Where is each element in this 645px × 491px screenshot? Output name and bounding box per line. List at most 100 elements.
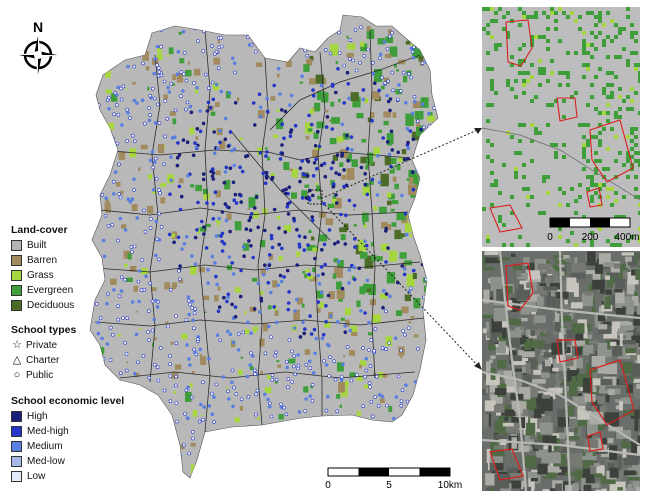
school-point <box>154 176 159 181</box>
landcover-patch <box>118 151 126 160</box>
landcover-patch <box>202 188 209 195</box>
satellite-texture <box>631 440 637 456</box>
landcover-pixel <box>590 231 594 235</box>
school-point <box>230 261 234 265</box>
school-point <box>169 421 174 425</box>
school-point <box>236 348 241 352</box>
school-point <box>176 463 180 467</box>
landcover-pixel <box>578 123 582 127</box>
school-point <box>182 443 186 448</box>
landcover-pixel <box>558 203 562 207</box>
landcover-patch <box>316 185 320 192</box>
school-point <box>265 440 269 445</box>
pointer-arrow-lower <box>474 362 482 370</box>
school-point <box>255 388 260 393</box>
landcover-patch <box>430 282 436 287</box>
landcover-pixel <box>610 127 614 131</box>
school-point <box>239 463 244 468</box>
landcover-pixel <box>614 115 618 119</box>
school-point <box>157 422 161 427</box>
landcover-patch <box>268 41 274 45</box>
landcover-patch <box>374 69 383 83</box>
school-point <box>280 122 285 126</box>
school-point <box>151 86 155 91</box>
landcover-pixel <box>618 27 622 31</box>
school-point <box>365 278 370 283</box>
school-point <box>342 168 346 172</box>
landcover-patch <box>425 162 431 167</box>
main-scale-label-5: 5 <box>386 480 392 491</box>
landcover-pixel <box>634 143 638 147</box>
landcover-patch <box>159 16 164 23</box>
landcover-patch <box>324 322 331 328</box>
landcover-patch <box>376 256 383 261</box>
landcover-patch <box>132 81 136 85</box>
school-point <box>115 103 119 107</box>
school-point <box>391 416 396 421</box>
landcover-patch <box>389 46 398 57</box>
school-point <box>174 401 179 405</box>
school-point <box>217 446 222 451</box>
landcover-patch <box>412 272 417 279</box>
school-point <box>143 230 148 234</box>
landcover-pixel <box>626 151 630 155</box>
satellite-texture <box>591 405 598 413</box>
school-point <box>191 436 195 441</box>
school-point <box>253 206 257 210</box>
landcover-pixel <box>634 151 638 155</box>
school-point <box>381 456 385 460</box>
landcover-patch <box>239 406 244 411</box>
landcover-pixel <box>598 19 602 23</box>
satellite-texture <box>525 329 532 342</box>
school-point <box>233 101 238 105</box>
school-point <box>123 277 127 282</box>
landcover-pixel <box>626 135 630 139</box>
school-point <box>147 338 151 342</box>
landcover-patch <box>314 102 321 112</box>
school-point <box>303 235 307 239</box>
satellite-texture <box>636 348 640 355</box>
school-point <box>426 157 431 161</box>
swatch-medium <box>11 441 22 452</box>
landcover-patch <box>134 372 140 378</box>
landcover-pixel <box>562 115 566 119</box>
landcover-patch <box>276 215 281 220</box>
school-point <box>163 134 167 139</box>
landcover-patch <box>276 109 280 112</box>
landcover-patch <box>284 224 292 232</box>
school-point <box>376 403 381 408</box>
landcover-pixel <box>610 91 614 95</box>
school-point <box>252 458 256 462</box>
landcover-patch <box>351 159 358 167</box>
school-point <box>106 133 110 137</box>
school-point <box>415 119 420 124</box>
satellite-texture <box>599 382 606 391</box>
landcover-patch <box>263 436 268 443</box>
landcover-pixel <box>630 51 634 55</box>
school-point <box>155 305 160 309</box>
landcover-patch <box>377 38 385 45</box>
satellite-texture <box>564 258 573 263</box>
school-point <box>270 377 275 382</box>
landcover-pixel <box>626 7 630 11</box>
landcover-patch <box>315 182 318 186</box>
landcover-pixel <box>630 31 634 35</box>
school-point <box>206 100 211 105</box>
landcover-patch <box>346 153 352 162</box>
school-point <box>193 350 197 355</box>
school-point <box>420 102 425 106</box>
landcover-pixel <box>622 215 626 219</box>
school-point <box>400 264 405 268</box>
satellite-texture <box>502 422 514 427</box>
landcover-pixel <box>630 107 634 111</box>
star-icon: ☆ <box>12 339 22 351</box>
landcover-patch <box>371 242 374 247</box>
landcover-pixel <box>610 39 614 43</box>
school-point <box>128 116 132 120</box>
satellite-texture <box>589 283 594 291</box>
school-point <box>232 61 237 66</box>
school-point <box>141 425 145 429</box>
school-point <box>156 378 161 383</box>
landcover-pixel <box>534 131 538 135</box>
landcover-pixel <box>618 87 622 91</box>
